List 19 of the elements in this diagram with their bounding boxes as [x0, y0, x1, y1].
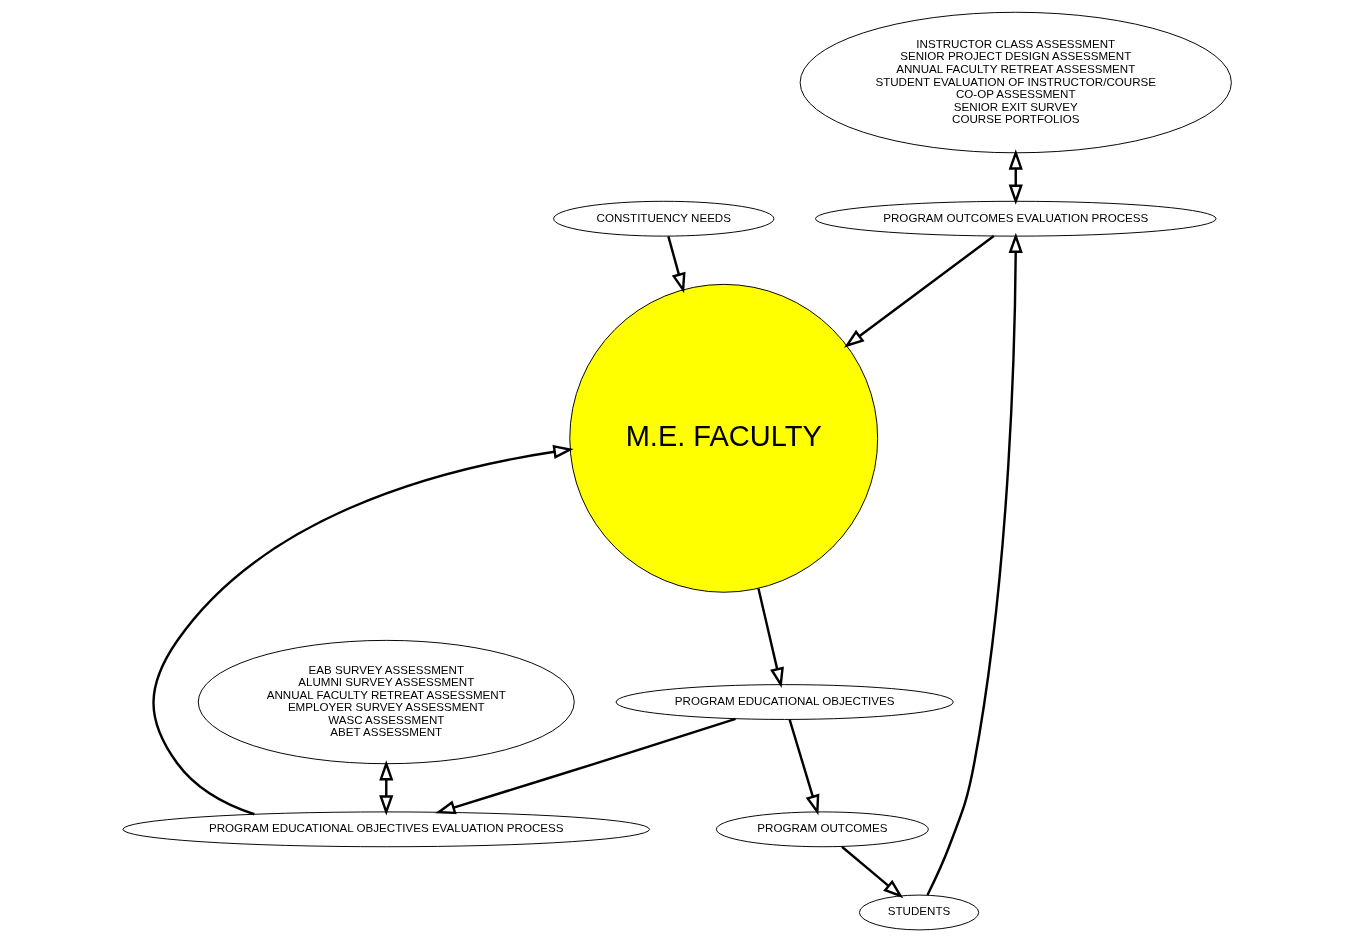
node-ellipse: PROGRAM OUTCOMES EVALUATION PROCESS — [814, 200, 1217, 237]
arrow — [667, 236, 686, 294]
node-ellipse: EAB SURVEY ASSESSMENT ALUMNI SURVEY ASSESSMENT ANNUAL FACULTY RETREAT ASSESSMENT EMPLOYER SURVEY ASSESSMENT WASC ASSESSMENT ABET ASSESSMENT — [197, 639, 575, 765]
node-ellipse: CONSTITUENCY NEEDS — [553, 200, 775, 237]
arrow — [152, 444, 574, 816]
arrow — [844, 235, 995, 348]
node-ellipse: PROGRAM EDUCATIONAL OBJECTIVES — [615, 684, 954, 720]
arrow — [926, 232, 1023, 896]
arrow — [788, 719, 820, 816]
node-ellipse: PROGRAM OUTCOMES — [715, 811, 929, 848]
arrow — [435, 717, 736, 815]
node-ellipse: PROGRAM EDUCATIONAL OBJECTIVES EVALUATION PROCESS — [122, 811, 651, 848]
arrow — [757, 588, 784, 688]
node-circle: M.E. FACULTY — [569, 283, 879, 593]
arrow — [1008, 149, 1023, 205]
node-ellipse: INSTRUCTOR CLASS ASSESSMENT SENIOR PROJECT DESIGN ASSESSMENT ANNUAL FACULTY RETREAT ASSESSMENT STUDENT EVALUATION OF INSTRUCTOR/COURSE CO-OP ASSESSMENT SENIOR EXIT SURVEY COURSE PORTFOLIOS — [799, 11, 1232, 154]
arrow — [379, 760, 394, 816]
node-ellipse: STUDENTS — [858, 894, 980, 931]
arrow — [841, 845, 904, 899]
